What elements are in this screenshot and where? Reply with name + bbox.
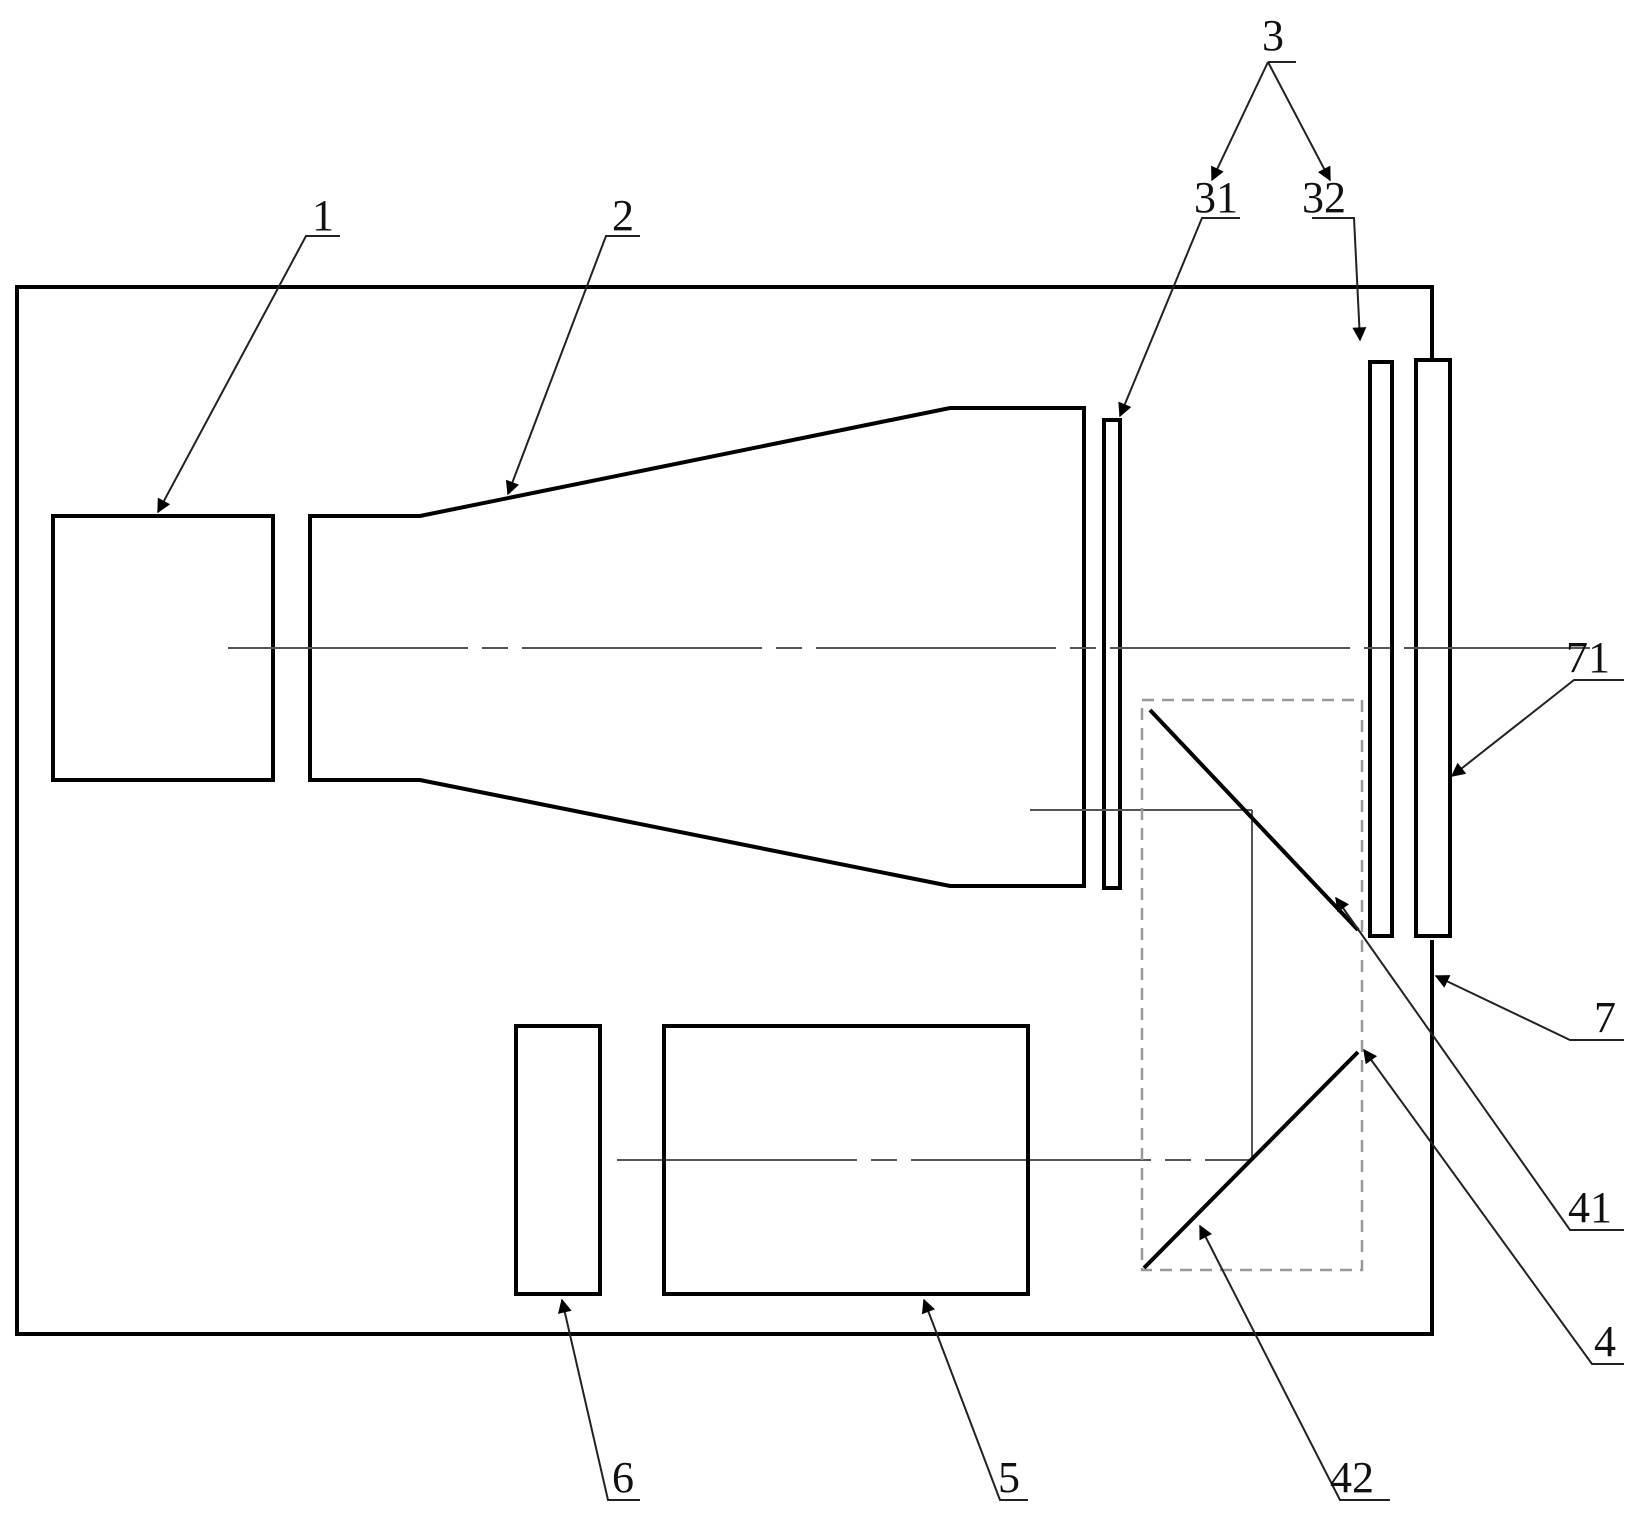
mirror-41 — [1148, 708, 1360, 932]
label-32: 32 — [1302, 173, 1346, 222]
label-3: 3 — [1262, 11, 1284, 60]
leader-5 — [921, 1298, 1028, 1501]
component-6-box — [514, 1024, 602, 1296]
label-71: 71 — [1566, 633, 1610, 682]
leader-3-to-31 — [1211, 61, 1269, 182]
label-31: 31 — [1194, 173, 1238, 222]
label-2: 2 — [612, 191, 634, 240]
label-7: 7 — [1594, 993, 1616, 1042]
leader-41 — [1335, 896, 1624, 1231]
label-4: 4 — [1594, 1317, 1616, 1366]
leader-31 — [1118, 217, 1240, 418]
element-31-plate — [1102, 418, 1122, 890]
leader-71 — [1450, 679, 1624, 777]
label-42: 42 — [1330, 1453, 1374, 1502]
leader-4 — [1363, 1048, 1624, 1365]
label-5: 5 — [998, 1453, 1020, 1502]
label-6: 6 — [612, 1453, 634, 1502]
component-2-lens-body — [308, 406, 1086, 888]
leader-1 — [157, 235, 340, 514]
leader-7 — [1434, 975, 1624, 1041]
leader-6 — [558, 1298, 640, 1501]
leader-42 — [1199, 1224, 1390, 1501]
leader-32 — [1312, 217, 1367, 342]
assembly-4-dashed-outline — [1140, 698, 1364, 1272]
leader-2 — [505, 235, 640, 496]
mirror-42 — [1142, 1050, 1360, 1270]
component-5-box — [662, 1024, 1030, 1296]
label-41: 41 — [1568, 1183, 1612, 1232]
label-1: 1 — [312, 191, 334, 240]
leader-3-to-32 — [1267, 61, 1331, 182]
housing-frame — [15, 285, 1434, 1336]
